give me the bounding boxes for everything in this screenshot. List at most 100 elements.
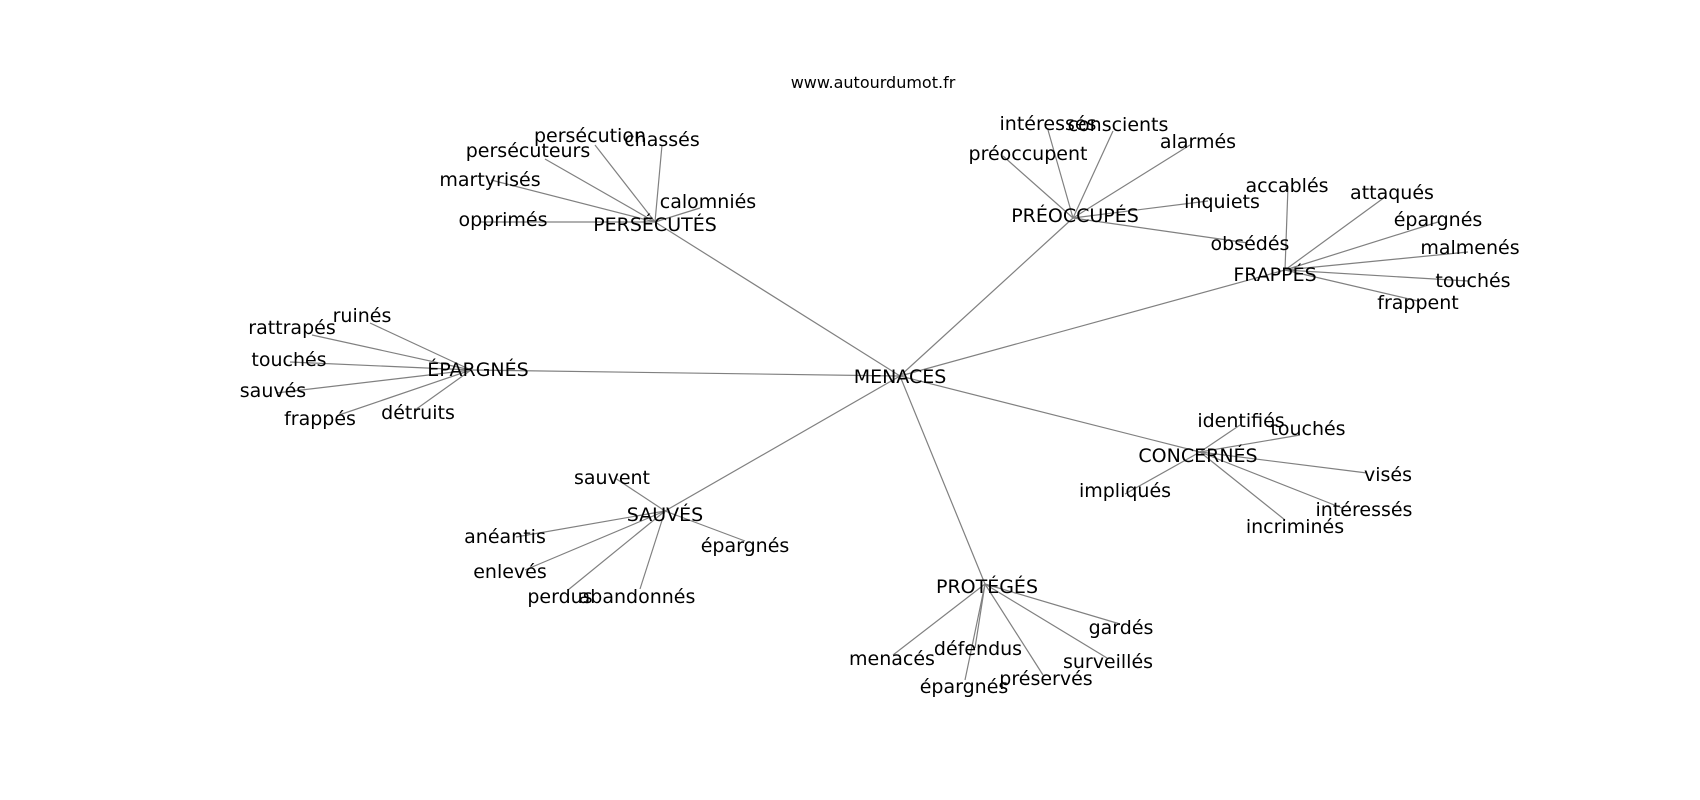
edge-concernes-impliques bbox=[1124, 451, 1201, 495]
leaf-node-label-persecuteurs: persécuteurs bbox=[466, 140, 591, 162]
edge-frappes-touches bbox=[1284, 269, 1469, 282]
leaf-node-label-identifies: identifiés bbox=[1197, 410, 1284, 432]
edge-sauves-abandonnes bbox=[639, 510, 666, 590]
edge-frappes-epargnes bbox=[1284, 221, 1439, 271]
leaf-node-label-touches: touchés bbox=[1270, 418, 1345, 440]
leaf-node-label-calomnies: calomniés bbox=[660, 191, 756, 213]
leaf-node-label-perdus: perdus bbox=[527, 586, 592, 608]
leaf-node-label-inquiets: inquiets bbox=[1184, 191, 1260, 213]
edge-concernes-interesses bbox=[1199, 451, 1343, 509]
leaf-node-label-persecution: persécution bbox=[534, 125, 646, 147]
leaf-node-label-touches: touchés bbox=[251, 349, 326, 371]
leaf-node-label-frappent: frappent bbox=[1377, 292, 1458, 314]
edge-proteges-epargnes bbox=[964, 583, 986, 681]
edge-center-epargnes bbox=[470, 369, 901, 377]
edge-preoccupes-preoccupent bbox=[1002, 155, 1074, 219]
edge-epargnes-sauves bbox=[275, 369, 472, 394]
leaf-node-label-conscients: conscients bbox=[1068, 114, 1169, 136]
leaf-node-label-detruits: détruits bbox=[381, 402, 455, 424]
leaf-node-label-chasses: chassés bbox=[624, 129, 700, 151]
edge-frappes-malmenes bbox=[1284, 251, 1469, 271]
leaf-node-label-preoccupent: préoccupent bbox=[969, 143, 1088, 165]
edge-proteges-menaces bbox=[892, 583, 986, 656]
edge-preoccupes-alarmes bbox=[1072, 144, 1191, 219]
edge-persecutes-persecuteurs bbox=[544, 158, 656, 223]
edge-frappes-accables bbox=[1284, 185, 1289, 271]
edge-center-concernes bbox=[899, 375, 1201, 453]
edge-preoccupes-obsedes bbox=[1072, 217, 1249, 244]
leaf-node-label-epargnes: épargnés bbox=[920, 676, 1009, 698]
edge-proteges-gardes bbox=[984, 583, 1121, 625]
hub-node-label-sauves: SAUVÉS bbox=[627, 503, 703, 526]
edge-center-preoccupes bbox=[899, 217, 1074, 377]
graph-edges bbox=[275, 129, 1469, 681]
leaf-node-label-incrimines: incriminés bbox=[1246, 516, 1344, 538]
leaf-node-label-epargnes: épargnés bbox=[701, 535, 790, 557]
edge-persecutes-martyrises bbox=[490, 179, 656, 223]
edge-epargnes-touches bbox=[289, 361, 472, 371]
hub-node-label-preoccupes: PRÉOCCUPÉS bbox=[1011, 204, 1139, 227]
edge-preoccupes-inquiets bbox=[1072, 200, 1209, 219]
leaf-node-label-abandonnes: abandonnés bbox=[579, 586, 696, 608]
hub-node-label-epargnes: ÉPARGNÉS bbox=[427, 358, 528, 381]
leaf-node-label-vises: visés bbox=[1364, 464, 1412, 486]
leaf-node-label-aneantis: anéantis bbox=[464, 526, 546, 548]
leaf-node-label-alarmes: alarmés bbox=[1160, 131, 1236, 153]
edge-sauves-epargnes bbox=[664, 510, 746, 542]
hub-node-label-proteges: PROTÉGÉS bbox=[936, 575, 1038, 598]
leaf-node-label-surveilles: surveillés bbox=[1063, 651, 1153, 673]
leaf-node-label-accables: accablés bbox=[1245, 175, 1328, 197]
leaf-node-label-frappes: frappés bbox=[284, 408, 356, 430]
edge-concernes-incrimines bbox=[1199, 451, 1286, 521]
edge-sauves-sauvent bbox=[614, 477, 666, 512]
edge-concernes-identifies bbox=[1199, 424, 1241, 453]
leaf-node-label-epargnes: épargnés bbox=[1394, 209, 1483, 231]
edge-center-frappes bbox=[899, 269, 1286, 377]
leaf-node-label-attaques: attaqués bbox=[1350, 182, 1434, 204]
edge-center-proteges bbox=[899, 375, 986, 585]
site-url: www.autourdumot.fr bbox=[791, 73, 956, 92]
center-node-label: MENACES bbox=[854, 366, 947, 388]
edge-preoccupes-conscients bbox=[1072, 130, 1114, 219]
edge-proteges-surveilles bbox=[984, 583, 1108, 659]
leaf-node-label-opprimes: opprimés bbox=[459, 209, 548, 231]
leaf-node-label-enleves: enlevés bbox=[473, 561, 547, 583]
leaf-node-label-defendus: défendus bbox=[934, 638, 1022, 660]
edge-frappes-attaques bbox=[1284, 196, 1386, 271]
leaf-node-label-gardes: gardés bbox=[1089, 617, 1154, 639]
edge-center-sauves bbox=[664, 375, 901, 512]
leaf-node-label-interesses: intéressés bbox=[1000, 113, 1097, 135]
edge-sauves-perdus bbox=[567, 510, 666, 591]
edge-sauves-enleves bbox=[524, 510, 666, 571]
graph-labels: MENACESPRÉOCCUPÉSintéressésconscientsala… bbox=[240, 113, 1520, 698]
edge-center-persecutes bbox=[654, 221, 901, 377]
edge-epargnes-ruines bbox=[369, 322, 472, 371]
leaf-node-label-martyrises: martyrisés bbox=[439, 169, 540, 191]
leaf-node-label-menaces: menacés bbox=[849, 648, 935, 670]
leaf-node-label-ruines: ruinés bbox=[333, 305, 392, 327]
edge-preoccupes-interesses bbox=[1047, 129, 1074, 219]
edge-frappes-frappent bbox=[1284, 269, 1419, 302]
edge-concernes-vises bbox=[1199, 451, 1368, 474]
leaf-node-label-sauvent: sauvent bbox=[574, 467, 650, 489]
leaf-node-label-sauves: sauvés bbox=[240, 380, 306, 402]
leaf-node-label-malmenes: malmenés bbox=[1420, 237, 1519, 259]
leaf-node-label-impliques: impliqués bbox=[1079, 480, 1171, 502]
edge-epargnes-frappes bbox=[338, 369, 472, 416]
edge-proteges-preserves bbox=[984, 583, 1044, 676]
edge-epargnes-detruits bbox=[414, 369, 472, 411]
edge-persecutes-persecution bbox=[594, 144, 656, 223]
edge-concernes-touches bbox=[1199, 434, 1301, 453]
edge-persecutes-chasses bbox=[654, 144, 663, 223]
hub-node-label-frappes: FRAPPÉS bbox=[1233, 263, 1316, 286]
hub-node-label-persecutes: PERSÉCUTÉS bbox=[593, 213, 717, 236]
leaf-node-label-touches: touchés bbox=[1435, 270, 1510, 292]
leaf-node-label-interesses: intéressés bbox=[1316, 499, 1413, 521]
edge-persecutes-calomnies bbox=[654, 207, 701, 223]
leaf-node-label-obsedes: obsédés bbox=[1211, 233, 1290, 255]
leaf-node-label-rattrapes: rattrapés bbox=[248, 317, 335, 339]
hub-node-label-concernes: CONCERNÉS bbox=[1138, 444, 1257, 467]
leaf-node-label-preserves: préservés bbox=[999, 668, 1092, 690]
edge-epargnes-rattrapes bbox=[311, 334, 472, 371]
